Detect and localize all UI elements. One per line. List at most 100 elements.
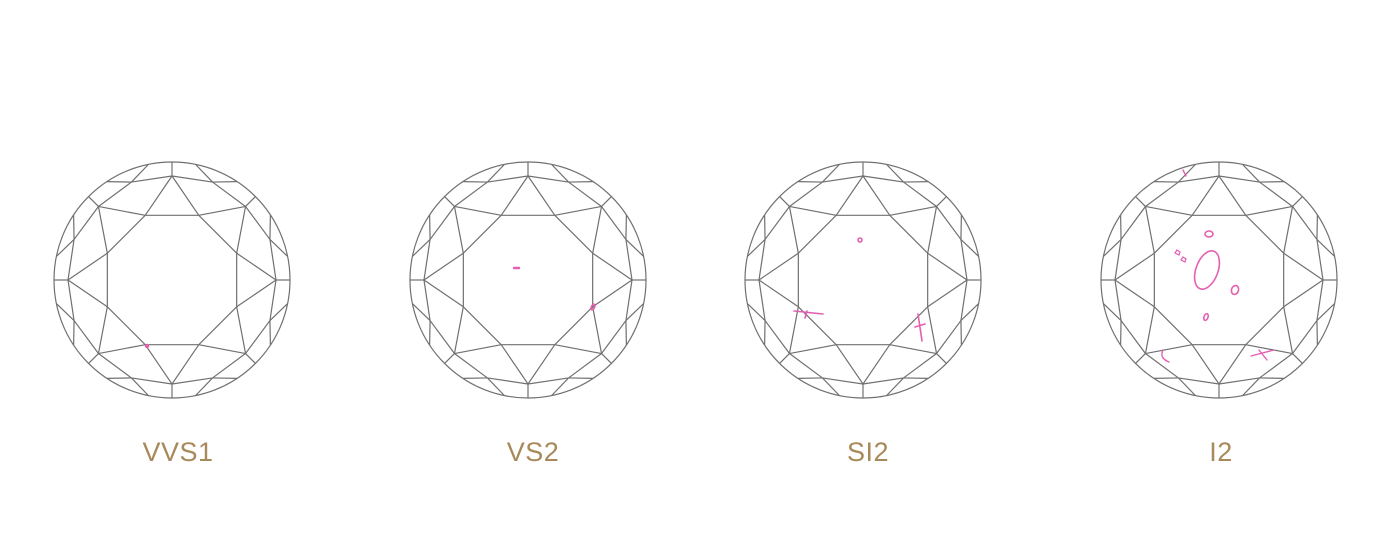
diamond-star-facet xyxy=(198,205,247,254)
diamond-star-facet xyxy=(97,306,146,355)
inclusion-mark xyxy=(590,303,596,311)
diamond-main-facet xyxy=(779,353,790,364)
inclusion-mark xyxy=(1204,230,1214,238)
diamond-girdle-facet xyxy=(269,239,289,257)
diamond-main-facet xyxy=(1135,196,1146,207)
diamond-star-facet xyxy=(1245,306,1294,355)
diamond-girdle-facet xyxy=(822,377,840,397)
diamond-star-facet xyxy=(835,344,891,385)
inclusion-mark xyxy=(857,237,863,243)
inclusion-mark xyxy=(1230,284,1240,296)
diamond-star-facet xyxy=(1144,205,1193,254)
diamond-main-facet xyxy=(1292,196,1303,207)
diamond-girdle-facet xyxy=(551,163,569,183)
grade-label-vvs1: VVS1 xyxy=(142,437,214,467)
diamond-main-facet xyxy=(245,353,256,364)
diamond-girdle-facet xyxy=(886,377,904,397)
diamond-star-facet xyxy=(198,306,247,355)
diamond-star-facet xyxy=(423,252,464,308)
diamond-star-facet xyxy=(592,252,633,308)
diamond-i2 xyxy=(1100,161,1338,399)
diamond-girdle-facet xyxy=(625,239,645,257)
diamond-girdle-facet xyxy=(746,239,766,257)
diamond-girdle-facet xyxy=(625,303,645,321)
diamond-girdle-facet xyxy=(55,303,75,321)
diamond-girdle-facet xyxy=(411,239,431,257)
diamond-girdle-facet xyxy=(487,163,505,183)
diamond-star-facet xyxy=(889,306,938,355)
diamond-girdle-facet xyxy=(195,163,213,183)
diamond-main-facet xyxy=(245,196,256,207)
diamond-star-facet xyxy=(236,252,277,308)
grade-label-vs2: VS2 xyxy=(506,437,560,467)
diamond-girdle-facet xyxy=(269,303,289,321)
diamond-main-facet xyxy=(601,196,612,207)
diamond-star-facet xyxy=(1283,252,1324,308)
diamond-vvs1 xyxy=(53,161,291,399)
diamond-table xyxy=(1153,214,1285,346)
diamond-star-facet xyxy=(453,205,502,254)
diamond-girdle-facet xyxy=(411,303,431,321)
diamond-star-facet xyxy=(758,252,799,308)
diamond-main-facet xyxy=(1292,353,1303,364)
diamond-girdle-facet xyxy=(1178,163,1196,183)
diamond-table xyxy=(797,214,929,346)
diamond-star-facet xyxy=(788,306,837,355)
inclusion-mark xyxy=(1161,349,1170,363)
diamond-star-facet xyxy=(453,306,502,355)
diamond-girdle-facet xyxy=(822,163,840,183)
diamond-main-facet xyxy=(444,196,455,207)
diamond-girdle-facet xyxy=(1242,163,1260,183)
inclusion-mark xyxy=(1202,312,1210,322)
grade-label-i2: I2 xyxy=(1209,437,1233,467)
diamond-star-facet xyxy=(1245,205,1294,254)
diamond-main-facet xyxy=(88,196,99,207)
inclusion-mark xyxy=(793,310,824,319)
diamond-star-facet xyxy=(97,205,146,254)
diamond-star-facet xyxy=(927,252,968,308)
diamond-vs2 xyxy=(409,161,647,399)
inclusion-mark xyxy=(1182,169,1187,177)
diamond-girdle-facet xyxy=(1316,239,1336,257)
diamond-si2 xyxy=(744,161,982,399)
diamond-girdle-facet xyxy=(131,377,149,397)
inclusion-mark xyxy=(1250,349,1275,361)
diamond-star-facet xyxy=(554,306,603,355)
diamond-star-facet xyxy=(554,205,603,254)
diamond-star-facet xyxy=(67,252,108,308)
diamond-girdle-facet xyxy=(960,239,980,257)
diamond-star-facet xyxy=(1191,344,1247,385)
diamond-main-facet xyxy=(936,196,947,207)
diamond-star-facet xyxy=(144,344,200,385)
diamond-main-facet xyxy=(88,353,99,364)
grade-label-si2: SI2 xyxy=(846,437,890,467)
diamond-main-facet xyxy=(444,353,455,364)
diamond-main-facet xyxy=(601,353,612,364)
diamond-girdle-facet xyxy=(960,303,980,321)
diamond-girdle-facet xyxy=(1316,303,1336,321)
diamond-star-facet xyxy=(835,175,891,216)
diamond-girdle-facet xyxy=(55,239,75,257)
diamond-table xyxy=(462,214,594,346)
diamond-girdle-facet xyxy=(746,303,766,321)
diamond-star-facet xyxy=(1191,175,1247,216)
inclusion-mark xyxy=(1174,249,1187,263)
diamond-star-facet xyxy=(788,205,837,254)
diamond-girdle-facet xyxy=(487,377,505,397)
inclusion-mark xyxy=(914,313,926,342)
diamond-star-facet xyxy=(889,205,938,254)
diamond-star-facet xyxy=(500,344,556,385)
diamond-star-facet xyxy=(1144,306,1193,355)
diamond-girdle-facet xyxy=(1178,377,1196,397)
diamond-girdle-facet xyxy=(1102,239,1122,257)
diamond-star-facet xyxy=(144,175,200,216)
diamond-main-facet xyxy=(779,196,790,207)
diamond-girdle-facet xyxy=(131,163,149,183)
diamond-girdle-facet xyxy=(551,377,569,397)
diamond-girdle-facet xyxy=(195,377,213,397)
inclusion-mark xyxy=(144,343,150,349)
diamond-main-facet xyxy=(936,353,947,364)
inclusion-mark xyxy=(1193,250,1221,290)
diamond-star-facet xyxy=(1114,252,1155,308)
